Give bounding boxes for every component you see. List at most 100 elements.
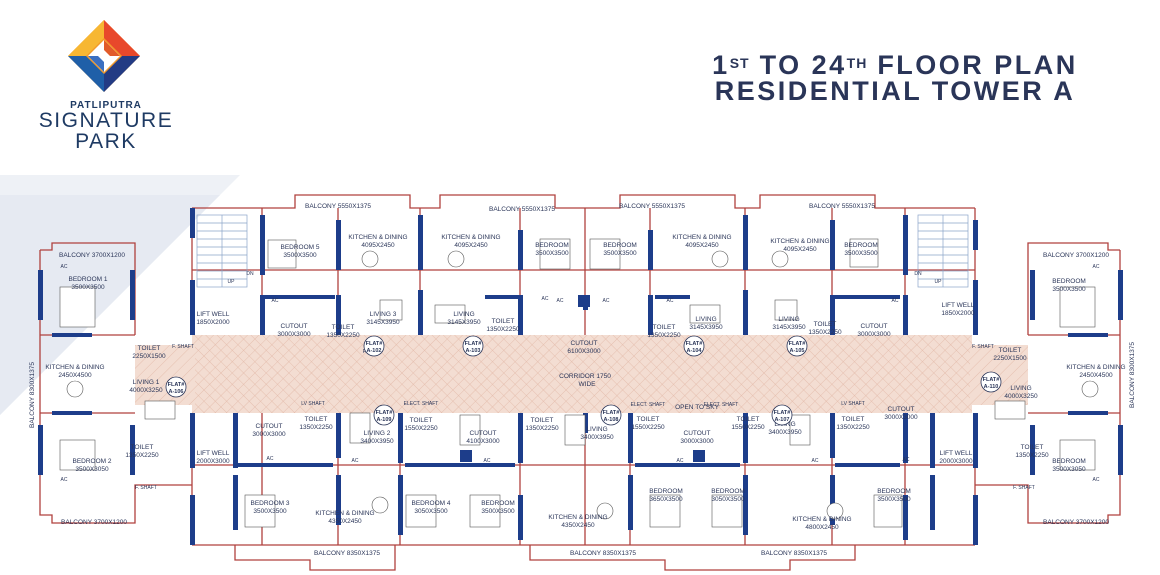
dining-table-1 (447, 250, 465, 268)
small-label-ac-10: AC (812, 458, 819, 464)
room-name-t3: TOILET (653, 324, 676, 331)
room-name-cut6: CUTOUT (684, 430, 711, 437)
small-label-up-17: UP (228, 279, 236, 285)
flat-tag-circle-A-110 (980, 371, 1002, 393)
room-name-cut4: CUTOUT (256, 423, 283, 430)
room-name-kd6: KITCHEN & DINING (548, 514, 607, 521)
room-name-tr1: TOILET (999, 347, 1022, 354)
room-size-bed1: 3500X3500 (71, 284, 105, 291)
flat-tag-label-A-105: FLAT# (789, 341, 806, 347)
small-label-ac-9: AC (677, 458, 684, 464)
brand-logo: PATLIPUTRA SIGNATURE PARK (22, 18, 192, 158)
small-label-elect-28: ELECT. SHAFT (704, 402, 739, 408)
bed-9 (405, 494, 437, 528)
small-label-ac-7: AC (352, 458, 359, 464)
room-name-cut7: CUTOUT (888, 406, 915, 413)
room-name-lw1: LIFT WELL (197, 311, 230, 318)
small-label-ac-11: AC (903, 457, 910, 463)
flat-tag-circle-A-108 (600, 404, 622, 426)
flat-tag-circle-A-102 (363, 335, 385, 357)
flat-tag-label-A-109: FLAT# (376, 410, 393, 416)
flat-tag-circle-A-105 (786, 335, 808, 357)
flat-tag-circle-A-107 (771, 404, 793, 426)
logo-icon (68, 20, 140, 92)
bed-5 (1059, 286, 1096, 328)
room-size-liv7: 3400X3950 (580, 434, 614, 441)
sofa-4 (349, 412, 371, 444)
small-label-ac-14: AC (542, 296, 549, 302)
bed-1 (539, 238, 571, 270)
room-name-cut1: CUTOUT (281, 323, 308, 330)
room-size-kd7: 4800X2450 (805, 524, 839, 531)
room-size-t7: 1350X2250 (525, 425, 559, 432)
flat-tag-circle-A-109 (373, 404, 395, 426)
corridor-wide-label: WIDE (579, 381, 597, 388)
room-name-livr: LIVING (1010, 385, 1031, 392)
room-size-tl1: 2250X1500 (132, 353, 166, 360)
room-size-livr: 4000X3250 (1004, 393, 1038, 400)
bed-13 (873, 494, 903, 528)
flat-tag-id-A-102: A-102 (367, 348, 382, 354)
flat-tag-label-A-104: FLAT# (686, 341, 703, 347)
room-name-bd2: BEDROOM (603, 242, 637, 249)
room-size-bed4: 3050X3500 (414, 508, 448, 515)
open-to-sky-label: OPEN TO SKY (675, 404, 719, 411)
small-label-elect-27: ELECT. SHAFT (631, 402, 666, 408)
room-name-bal7: BALCONY 8350X1375 (761, 550, 827, 557)
bed-11 (649, 494, 681, 528)
room-name-tr2: TOILET (1021, 444, 1044, 451)
room-size-t4: 1350X2250 (808, 329, 842, 336)
room-size-t5: 1350X2250 (299, 424, 333, 431)
room-name-b2: BALCONY 5550X1375 (489, 206, 555, 213)
bed-3 (849, 238, 879, 268)
flat-tag-id-A-109: A-109 (377, 417, 392, 423)
room-name-b1: BALCONY 5550X1375 (305, 203, 371, 210)
room-label-b4: BALCONY 5550X1375 (809, 203, 875, 210)
flat-tag-id-A-107: A-107 (775, 417, 790, 423)
room-size-bd3: 3500X3500 (844, 250, 878, 257)
room-size-cut6: 3000X3000 (680, 438, 714, 445)
flat-tag-circle-A-103 (462, 335, 484, 357)
small-label-ac-15: AC (667, 298, 674, 304)
room-size-bd7: 3500X3500 (877, 496, 911, 503)
room-label-b1: BALCONY 5550X1375 (305, 203, 371, 210)
small-label-fshaft-23: F. SHAFT (1013, 485, 1035, 491)
room-name-t2: TOILET (492, 318, 515, 325)
room-size-kd5: 4350X2450 (328, 518, 362, 525)
room-size-liv8: 3400X3950 (768, 429, 802, 436)
sofa-5 (459, 414, 481, 446)
room-size-kd6: 4350X2450 (561, 522, 595, 529)
room-name-bd1: BEDROOM (535, 242, 569, 249)
room-size-br5: 3500X3500 (283, 252, 317, 259)
room-size-kd1: 4095X2450 (361, 242, 395, 249)
room-name-bed3: BEDROOM 3 (250, 500, 289, 507)
title-end: FLOOR PLAN (867, 50, 1078, 80)
room-size-lw2: 1850X2000 (941, 310, 975, 317)
bed-7 (1059, 439, 1096, 471)
room-size-cut2: 6100X3000 (567, 348, 601, 355)
room-name-b4: BALCONY 5550X1375 (809, 203, 875, 210)
room-label-b3: BALCONY 5550X1375 (619, 203, 685, 210)
small-label-ac-0: AC (272, 298, 279, 304)
room-name-lw2: LIFT WELL (942, 302, 975, 309)
corridor-left-ext (135, 345, 195, 405)
room-name-t9: TOILET (737, 416, 760, 423)
